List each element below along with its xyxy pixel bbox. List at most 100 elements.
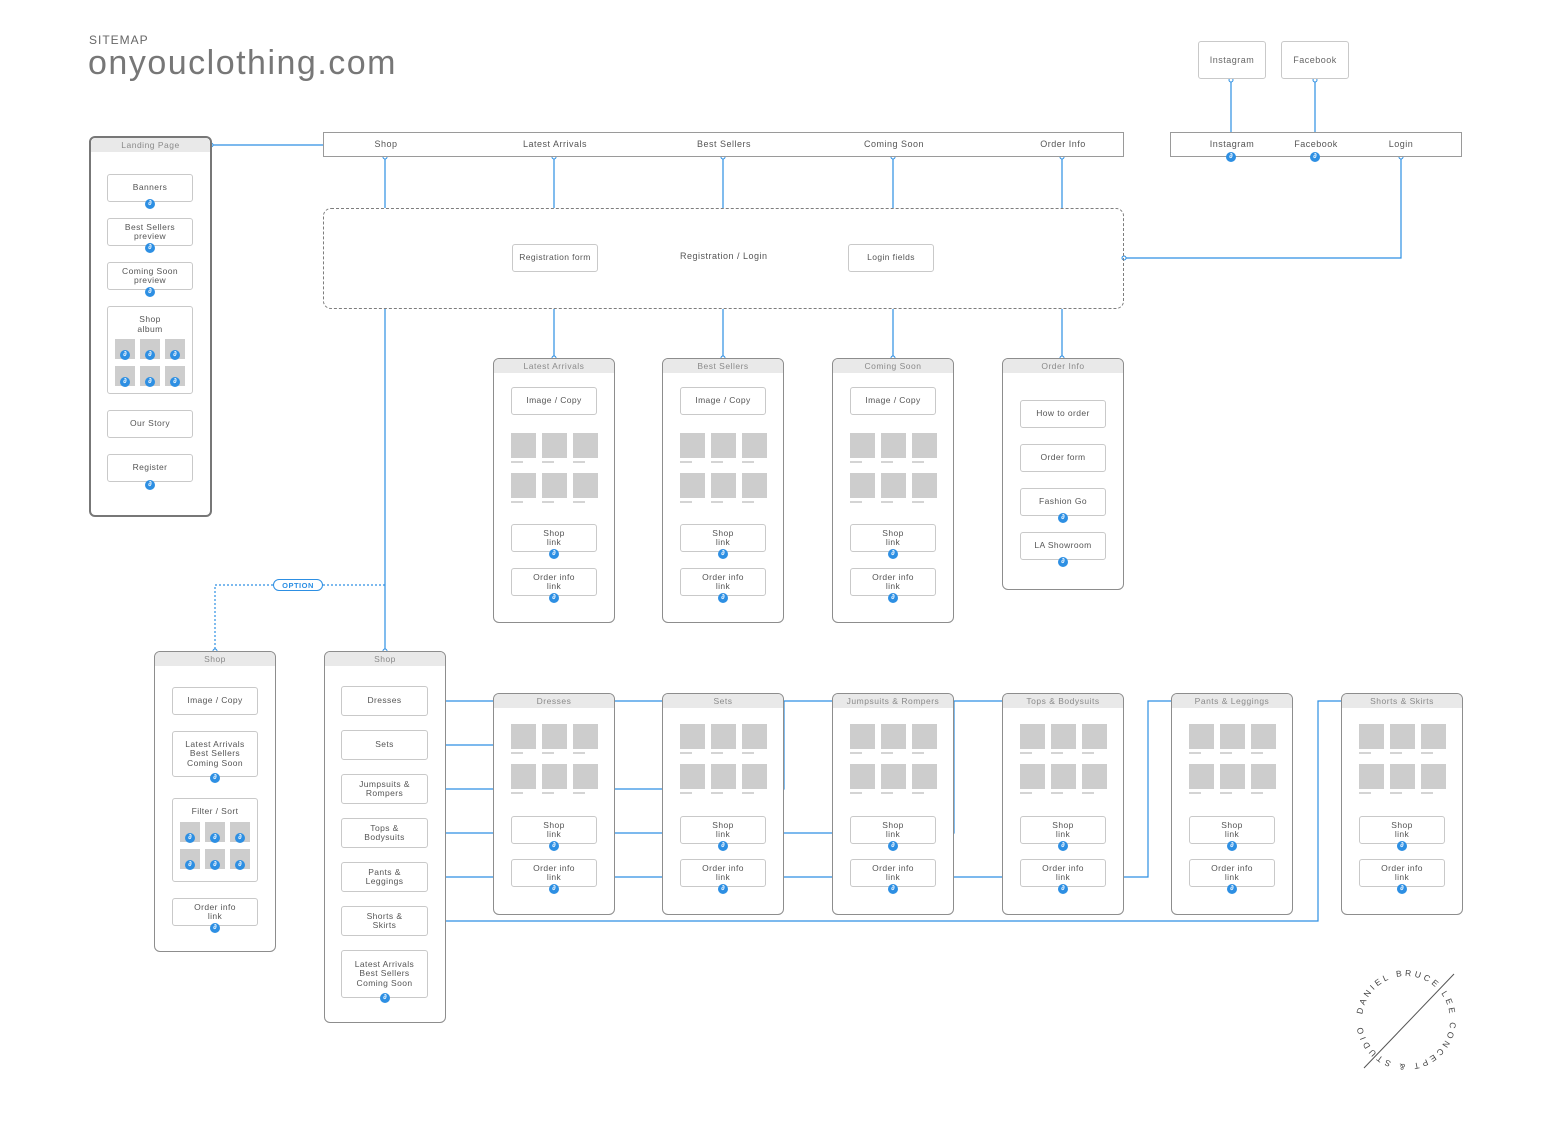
highlights-label: Latest Arrivals Best Sellers Coming Soon: [354, 958, 415, 988]
order-form-box[interactable]: Order form: [1020, 444, 1106, 472]
nav-facebook[interactable]: Facebook: [1294, 139, 1338, 149]
tops-bodysuits-box[interactable]: Tops & Bodysuits: [341, 818, 428, 848]
fashion-go-box[interactable]: Fashion Go: [1020, 488, 1106, 516]
thumb-caption: [573, 461, 585, 463]
svg-text:DANIEL BRUCE LEE CONCEPT & STU: DANIEL BRUCE LEE CONCEPT & STUDIO: [1354, 968, 1458, 1072]
shop-link-icon: ∂: [1397, 841, 1407, 851]
option-tag: OPTION: [273, 579, 323, 591]
thumb-caption: [511, 461, 523, 463]
image-copy-box[interactable]: Image / Copy: [850, 387, 936, 415]
nav-latest-arrivals[interactable]: Latest Arrivals: [522, 139, 588, 149]
filter-sort-label: Filter / Sort: [191, 806, 239, 816]
shop-link-box[interactable]: Shop link: [680, 816, 766, 844]
how-to-order-box[interactable]: How to order: [1020, 400, 1106, 428]
thumb-caption: [850, 792, 862, 794]
register-box[interactable]: Register: [107, 454, 193, 482]
order-info-link-box[interactable]: Order info link: [680, 859, 766, 887]
album-link-icon: ∂: [170, 377, 180, 387]
shorts-skirts-panel-title: Shorts & Skirts: [1342, 694, 1462, 708]
thumb-caption: [680, 792, 692, 794]
coming-soon-preview-box[interactable]: Coming Soon preview: [107, 262, 193, 290]
shop-link-box[interactable]: Shop link: [1020, 816, 1106, 844]
shop-link-box[interactable]: Shop link: [511, 524, 597, 552]
nav-shop[interactable]: Shop: [374, 139, 398, 149]
thumb-caption: [742, 501, 754, 503]
thumb-caption: [1220, 792, 1232, 794]
order-info-link-box[interactable]: Order info link: [172, 898, 258, 926]
product-thumb: [542, 433, 567, 458]
sets-panel-title: Sets: [663, 694, 783, 708]
instagram-external-box[interactable]: Instagram: [1198, 41, 1266, 79]
product-thumb: [1359, 724, 1384, 749]
product-thumb: [742, 724, 767, 749]
order-info-link-box[interactable]: Order info link: [511, 859, 597, 887]
order-info-link-box[interactable]: Order info link: [1020, 859, 1106, 887]
thumb-caption: [1189, 752, 1201, 754]
highlights-box[interactable]: Latest Arrivals Best Sellers Coming Soon: [172, 731, 258, 777]
image-copy-box[interactable]: Image / Copy: [511, 387, 597, 415]
thumb-caption: [881, 461, 893, 463]
thumb-caption: [912, 792, 924, 794]
shorts-skirts-box[interactable]: Shorts & Skirts: [341, 906, 428, 936]
shop-link-icon: ∂: [888, 841, 898, 851]
our-story-box[interactable]: Our Story: [107, 410, 193, 438]
thumb-link-icon: ∂: [235, 833, 245, 843]
order-info-panel-title: Order Info: [1003, 359, 1123, 373]
facebook-external-box[interactable]: Facebook: [1281, 41, 1349, 79]
product-thumb: [850, 724, 875, 749]
highlights-box[interactable]: Latest Arrivals Best Sellers Coming Soon: [341, 950, 428, 998]
thumb-caption: [1390, 752, 1402, 754]
banners-box[interactable]: Banners: [107, 174, 193, 202]
order-info-link-box[interactable]: Order info link: [511, 568, 597, 596]
best-sellers-preview-box[interactable]: Best Sellers preview: [107, 218, 193, 246]
product-thumb: [912, 433, 937, 458]
shop-link-box[interactable]: Shop link: [511, 816, 597, 844]
image-copy-box[interactable]: Image / Copy: [680, 387, 766, 415]
pants-leggings-box[interactable]: Pants & Leggings: [341, 862, 428, 892]
order-info-link-box[interactable]: Order info link: [850, 859, 936, 887]
thumb-caption: [1390, 792, 1402, 794]
thumb-caption: [1020, 752, 1032, 754]
order-info-link-box[interactable]: Order info link: [1189, 859, 1275, 887]
shop-link-icon: ∂: [1227, 841, 1237, 851]
jumpsuits-rompers-box[interactable]: Jumpsuits & Rompers: [341, 774, 428, 804]
image-copy-box[interactable]: Image / Copy: [172, 687, 258, 715]
dresses-box[interactable]: Dresses: [341, 686, 428, 716]
nav-coming-soon[interactable]: Coming Soon: [863, 139, 925, 149]
product-thumb: [1189, 764, 1214, 789]
thumb-caption: [881, 501, 893, 503]
shop-link-box[interactable]: Shop link: [1359, 816, 1445, 844]
shop-link-box[interactable]: Shop link: [680, 524, 766, 552]
nav-instagram[interactable]: Instagram: [1209, 139, 1255, 149]
nav-best-sellers[interactable]: Best Sellers: [696, 139, 752, 149]
jumpsuits-rompers-panel-title: Jumpsuits & Rompers: [833, 694, 953, 708]
highlights-label: Latest Arrivals Best Sellers Coming Soon: [185, 738, 245, 768]
album-link-icon: ∂: [120, 350, 130, 360]
registration-form-box[interactable]: Registration form: [512, 244, 598, 272]
instagram-link-icon: ∂: [1226, 152, 1236, 162]
nav-order-info[interactable]: Order Info: [1040, 139, 1086, 149]
shop-link-box[interactable]: Shop link: [850, 524, 936, 552]
thumb-caption: [1189, 792, 1201, 794]
order-info-link-box[interactable]: Order info link: [1359, 859, 1445, 887]
shop-link-box[interactable]: Shop link: [850, 816, 936, 844]
thumb-caption: [1421, 792, 1433, 794]
product-thumb: [1359, 764, 1384, 789]
product-thumb: [511, 433, 536, 458]
order-info-link-label: Order info link: [872, 862, 914, 882]
login-fields-box[interactable]: Login fields: [848, 244, 934, 272]
shop-link-box[interactable]: Shop link: [1189, 816, 1275, 844]
sets-box[interactable]: Sets: [341, 730, 428, 760]
order-info-link-box[interactable]: Order info link: [680, 568, 766, 596]
order-info-link-icon: ∂: [1397, 884, 1407, 894]
nav-login[interactable]: Login: [1388, 139, 1414, 149]
best-sellers-panel-title: Best Sellers: [663, 359, 783, 373]
la-showroom-box[interactable]: LA Showroom: [1020, 532, 1106, 560]
thumb-caption: [1082, 752, 1094, 754]
product-thumb: [850, 473, 875, 498]
coming-soon-preview-link-icon: ∂: [145, 287, 155, 297]
shop-link-label: Shop link: [882, 819, 904, 839]
thumb-link-icon: ∂: [235, 860, 245, 870]
thumb-caption: [850, 752, 862, 754]
order-info-link-box[interactable]: Order info link: [850, 568, 936, 596]
